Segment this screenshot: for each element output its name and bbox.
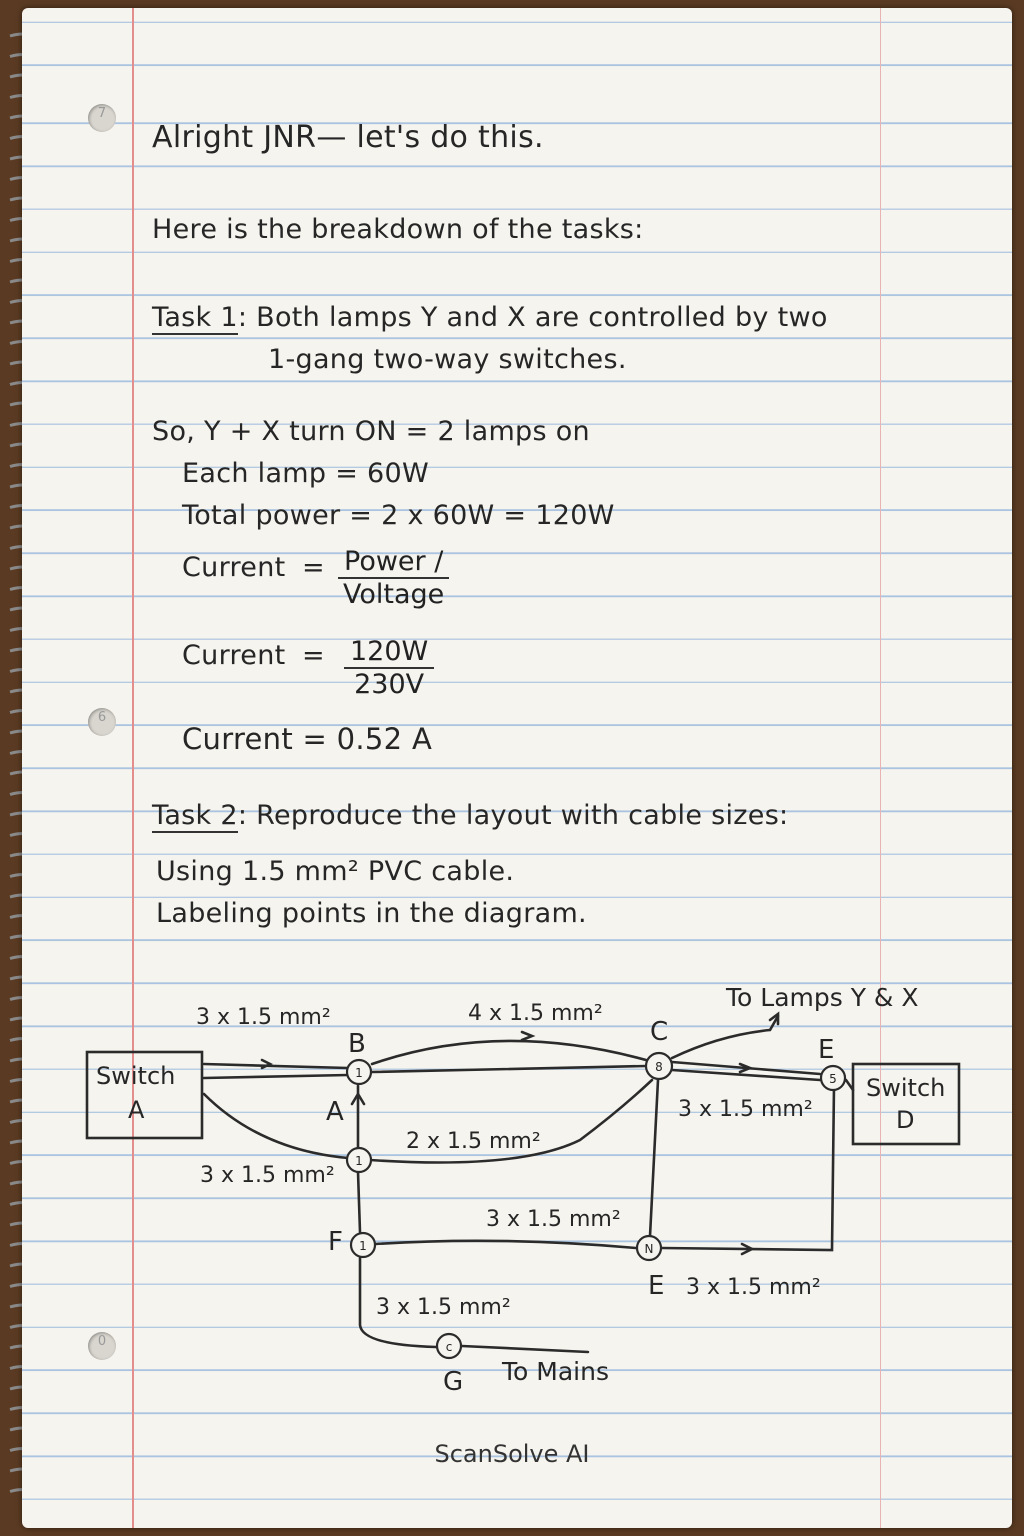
notebook-page: 7 6 0 — [22, 8, 1012, 1528]
current-label-2: Current — [182, 640, 286, 671]
point-e-bottom-label: E — [648, 1271, 664, 1301]
node-e-top — [819, 1064, 847, 1092]
arrow — [738, 1062, 754, 1074]
node-n-mark: N — [645, 1242, 654, 1256]
intro-line: Here is the breakdown of the tasks: — [152, 214, 644, 245]
cable-f-to-n — [374, 1239, 638, 1250]
margin-number: 6 — [97, 710, 107, 725]
cable-b-to-c-lower — [370, 1064, 648, 1074]
point-g-label: G — [443, 1367, 463, 1397]
arrow — [768, 1011, 780, 1026]
calc-line3: Total power = 2 x 60W = 120W — [182, 500, 615, 531]
cable-switch-a-to-a — [202, 1092, 350, 1160]
cable-label-top-mid: 4 x 1.5 mm² — [468, 1001, 603, 1026]
cable-e-to-switch-d — [844, 1078, 855, 1092]
task2-line3: Labeling points in the diagram. — [156, 898, 587, 929]
arrow — [350, 1091, 366, 1106]
task1-line2: 1-gang two-way switches. — [268, 344, 627, 375]
node-a — [345, 1146, 373, 1174]
arrow — [260, 1058, 273, 1070]
point-e-top-label: E — [818, 1035, 834, 1065]
point-c-label: C — [650, 1017, 668, 1047]
node-g-mark: c — [446, 1340, 453, 1354]
task2-heading: Task 2: Reproduce the layout with cable … — [152, 800, 789, 833]
footer-brand: ScanSolve AI — [434, 1440, 590, 1468]
cable-label-left-lower: 3 x 1.5 mm² — [200, 1163, 335, 1188]
task1-label: Task 1 — [152, 302, 238, 335]
arrow — [740, 1242, 755, 1256]
node-n — [635, 1234, 663, 1262]
cable-label-lower-mid: 3 x 1.5 mm² — [486, 1207, 621, 1232]
formula-fraction: Power / Voltage — [338, 546, 450, 610]
switch-a-box — [85, 1050, 204, 1140]
node-a-mark: 1 — [355, 1154, 363, 1168]
task2-label: Task 2 — [152, 800, 238, 833]
formula-numerator: Power / — [338, 546, 450, 579]
task1-heading: Task 1: Both lamps Y and X are controlle… — [152, 302, 828, 335]
cable-n-to-e — [660, 1084, 836, 1252]
switch-d-box — [851, 1062, 961, 1146]
arrow — [520, 1030, 536, 1042]
node-c — [644, 1051, 674, 1081]
cable-g-out — [460, 1344, 590, 1354]
node-b — [345, 1058, 373, 1086]
node-e-mark: 5 — [829, 1072, 837, 1086]
value-denominator: 230V — [354, 669, 425, 700]
node-g — [435, 1332, 463, 1360]
calc-line2: Each lamp = 60W — [182, 458, 429, 489]
cable-c-to-n — [648, 1078, 660, 1238]
cable-label-bottom-right: 3 x 1.5 mm² — [686, 1275, 821, 1300]
punch-hole: 6 — [88, 708, 116, 736]
punch-hole: 0 — [88, 1332, 116, 1360]
to-mains-label: To Mains — [501, 1357, 609, 1386]
point-b-label: B — [348, 1029, 366, 1059]
margin-number: 0 — [97, 1334, 107, 1349]
cable-a-to-c — [368, 1078, 654, 1164]
formula-denominator: Voltage — [343, 579, 445, 610]
cable-c-to-e-2 — [670, 1068, 822, 1082]
margin-line — [132, 8, 134, 1528]
switch-a-label-2: A — [128, 1096, 145, 1124]
task2-line2: Using 1.5 mm² PVC cable. — [156, 856, 515, 887]
punch-hole: 7 — [88, 104, 116, 132]
cable-f-to-g — [358, 1256, 438, 1349]
node-f-mark: 1 — [359, 1239, 367, 1253]
cable-label-top-left: 3 x 1.5 mm² — [196, 1005, 331, 1030]
task2-text: : Reproduce the layout with cable sizes: — [237, 800, 789, 831]
cable-c-to-lamps — [670, 1014, 780, 1060]
cable-label-right: 3 x 1.5 mm² — [678, 1097, 813, 1122]
equals-sign: = — [302, 552, 325, 583]
current-result: Current = 0.52 A — [182, 722, 433, 756]
cable-label-mid: 2 x 1.5 mm² — [406, 1129, 541, 1154]
equals-sign-2: = — [302, 640, 325, 671]
cable-switch-a-to-b-2 — [202, 1073, 350, 1080]
switch-d-label-1: Switch — [866, 1074, 945, 1102]
to-lamps-label: To Lamps Y & X — [725, 983, 919, 1012]
calc-line1: So, Y + X turn ON = 2 lamps on — [152, 416, 590, 447]
greeting: Alright JNR— let's do this. — [152, 120, 544, 155]
cable-b-to-c-upper — [370, 1039, 648, 1066]
node-c-mark: 8 — [655, 1060, 663, 1074]
point-f-label: F — [328, 1227, 343, 1257]
task1-text: : Both lamps Y and X are controlled by t… — [237, 302, 828, 333]
value-numerator: 120W — [344, 636, 435, 669]
current-label: Current — [182, 552, 286, 583]
point-a-label: A — [326, 1097, 344, 1127]
cable-label-bottom-left: 3 x 1.5 mm² — [376, 1295, 511, 1320]
margin-number: 7 — [97, 106, 107, 121]
right-margin-line — [880, 8, 881, 1528]
switch-a-label-1: Switch — [96, 1062, 175, 1090]
switch-d-label-2: D — [896, 1106, 914, 1134]
value-fraction: 120W 230V — [344, 636, 435, 700]
node-b-mark: 1 — [355, 1066, 363, 1080]
cable-c-to-e-1 — [670, 1060, 822, 1076]
node-f — [349, 1231, 377, 1259]
cable-switch-a-to-b-1 — [202, 1062, 350, 1070]
cable-a-to-f — [356, 1170, 362, 1234]
